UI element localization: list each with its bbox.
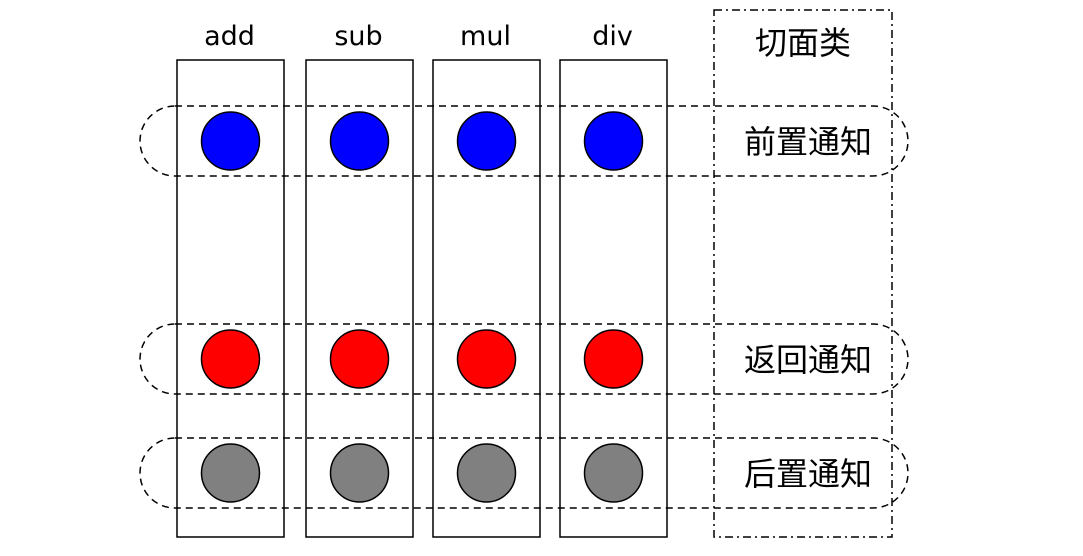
advice-label: 返回通知 <box>744 341 872 379</box>
method-column-mul <box>432 59 541 538</box>
method-label: div <box>592 21 633 52</box>
advice-point <box>456 443 517 503</box>
advice-point <box>456 111 517 171</box>
advice-point <box>456 329 517 389</box>
advice-point <box>583 443 644 503</box>
advice-point <box>329 443 390 503</box>
advice-band <box>139 437 909 509</box>
aspect-class-box <box>713 9 893 538</box>
advice-band <box>139 105 909 177</box>
advice-label: 前置通知 <box>744 123 872 161</box>
method-label: sub <box>334 21 382 52</box>
method-column-sub <box>305 59 414 538</box>
advice-label: 后置通知 <box>744 455 872 493</box>
method-column-add <box>176 59 285 538</box>
advice-point <box>200 443 261 503</box>
advice-point <box>200 329 261 389</box>
advice-point <box>200 111 261 171</box>
aspect-class-title: 切面类 <box>755 24 851 62</box>
advice-band <box>139 323 909 395</box>
method-label: mul <box>460 21 511 52</box>
advice-point <box>329 329 390 389</box>
advice-point <box>583 329 644 389</box>
advice-point <box>329 111 390 171</box>
method-label: add <box>204 21 255 52</box>
advice-point <box>583 111 644 171</box>
method-column-div <box>559 59 668 538</box>
